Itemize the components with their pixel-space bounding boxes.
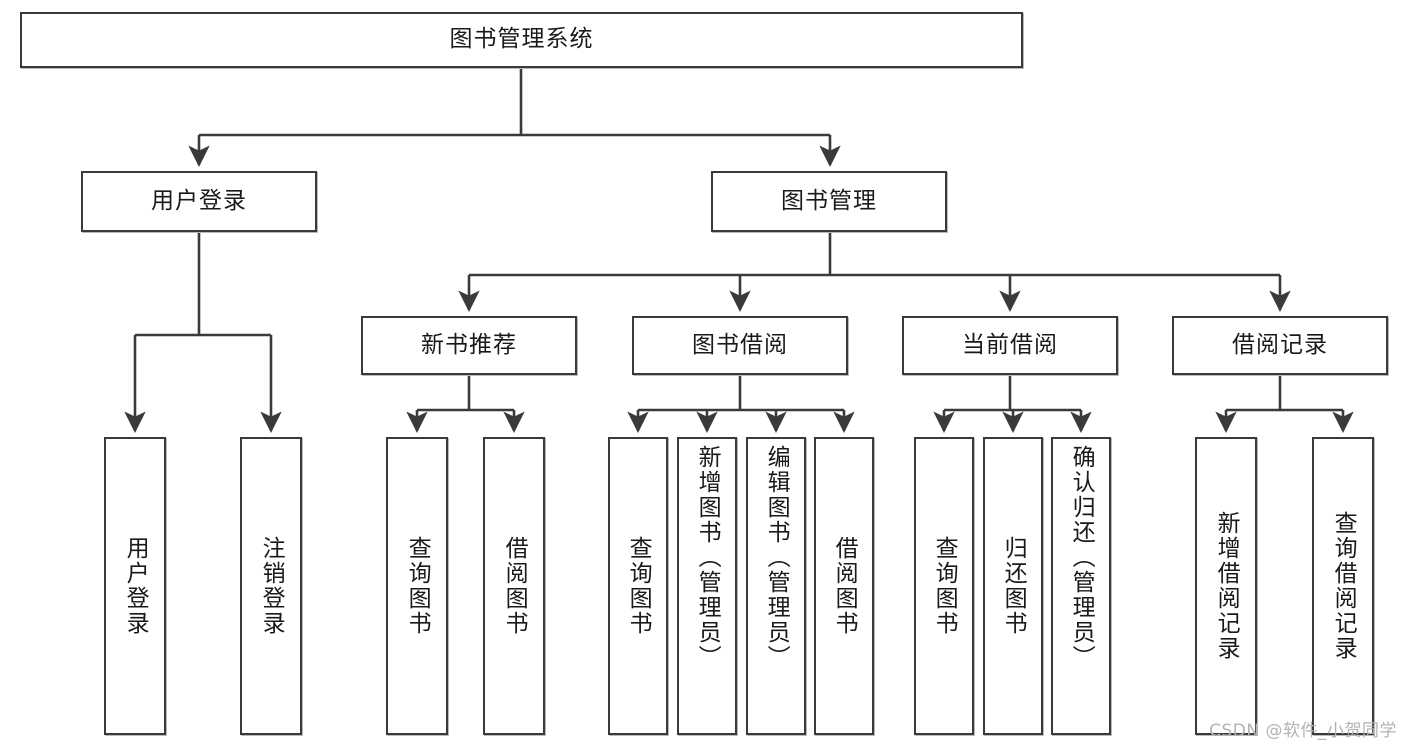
node-leaf-return-book[interactable]: 归还图书 [983, 437, 1043, 735]
node-leaf-logout-login-label: 注销登录 [258, 536, 285, 636]
node-leaf-borrow-book-rec-label: 借阅图书 [501, 536, 528, 636]
node-borrow-record-label: 借阅记录 [1232, 331, 1328, 358]
node-leaf-edit-book-admin[interactable]: 编辑图书（管理员） [746, 437, 806, 735]
node-user-login-label: 用户登录 [151, 187, 247, 214]
node-root-label: 图书管理系统 [449, 26, 594, 53]
node-leaf-borrow-book-borrow-label: 借阅图书 [831, 536, 858, 636]
node-user-login[interactable]: 用户登录 [81, 171, 317, 232]
node-leaf-query-borrow-record-label: 查询借阅记录 [1330, 511, 1357, 661]
node-borrow-record[interactable]: 借阅记录 [1172, 316, 1388, 375]
node-current-borrow[interactable]: 当前借阅 [902, 316, 1118, 375]
node-leaf-query-borrow-record[interactable]: 查询借阅记录 [1312, 437, 1374, 735]
node-book-borrow-label: 图书借阅 [692, 331, 788, 358]
node-leaf-user-login-label: 用户登录 [122, 536, 149, 636]
node-leaf-query-book-rec[interactable]: 查询图书 [386, 437, 448, 735]
node-new-book-recommend-label: 新书推荐 [421, 331, 517, 358]
csdn-watermark: CSDN @软件_小贺同学 [1209, 721, 1397, 741]
node-leaf-logout-login[interactable]: 注销登录 [240, 437, 302, 735]
node-leaf-add-book-admin-label: 新增图书（管理员） [694, 445, 721, 670]
node-current-borrow-label: 当前借阅 [962, 331, 1058, 358]
node-book-borrow[interactable]: 图书借阅 [632, 316, 848, 375]
node-root[interactable]: 图书管理系统 [20, 12, 1023, 68]
node-leaf-query-book-current-label: 查询图书 [931, 536, 958, 636]
node-leaf-return-book-label: 归还图书 [1000, 536, 1027, 636]
node-leaf-query-book-rec-label: 查询图书 [404, 536, 431, 636]
node-leaf-borrow-book-borrow[interactable]: 借阅图书 [814, 437, 874, 735]
node-leaf-query-book-borrow-label: 查询图书 [625, 536, 652, 636]
node-leaf-edit-book-admin-label: 编辑图书（管理员） [763, 445, 790, 670]
node-new-book-recommend[interactable]: 新书推荐 [361, 316, 577, 375]
node-leaf-query-book-borrow[interactable]: 查询图书 [608, 437, 668, 735]
node-leaf-add-borrow-record-label: 新增借阅记录 [1213, 511, 1240, 661]
node-leaf-user-login[interactable]: 用户登录 [104, 437, 166, 735]
node-leaf-borrow-book-rec[interactable]: 借阅图书 [483, 437, 545, 735]
node-book-manage[interactable]: 图书管理 [711, 171, 947, 232]
node-book-manage-label: 图书管理 [781, 187, 877, 214]
node-leaf-query-book-current[interactable]: 查询图书 [914, 437, 974, 735]
node-leaf-add-book-admin[interactable]: 新增图书（管理员） [677, 437, 737, 735]
node-leaf-add-borrow-record[interactable]: 新增借阅记录 [1195, 437, 1257, 735]
node-leaf-confirm-return-admin-label: 确认归还（管理员） [1068, 445, 1095, 670]
node-leaf-confirm-return-admin[interactable]: 确认归还（管理员） [1051, 437, 1111, 735]
